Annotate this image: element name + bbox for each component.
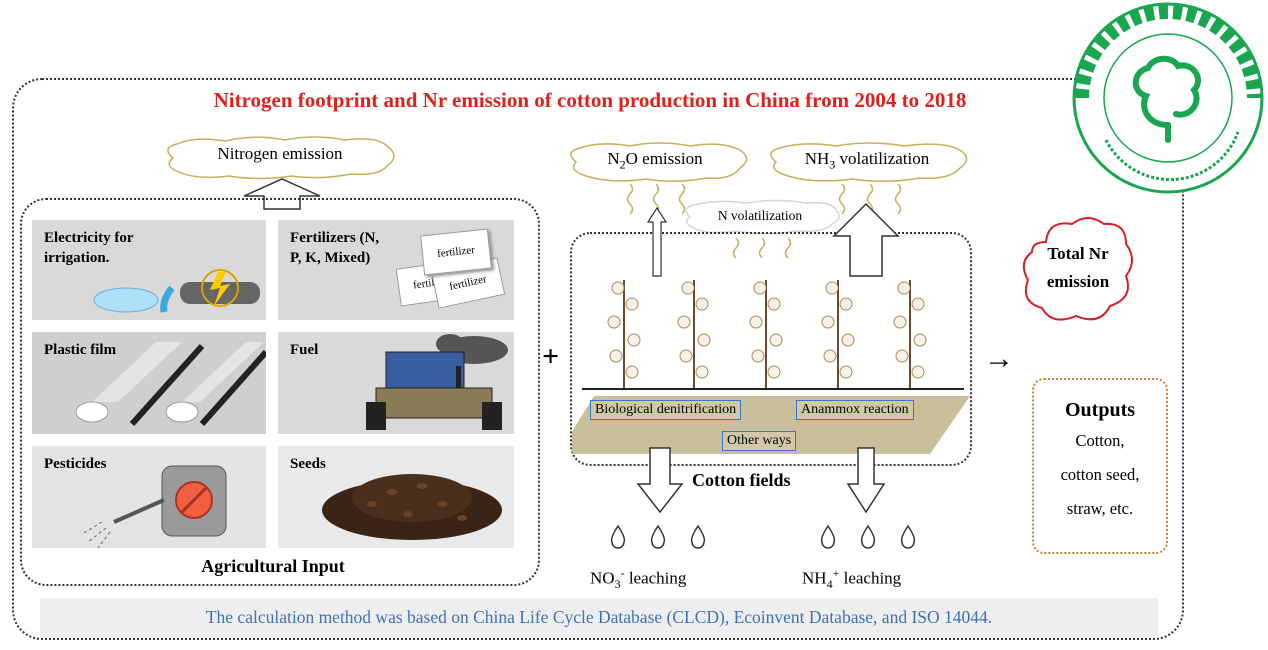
right-arrow: →: [984, 342, 1014, 375]
cotton-logo-icon: [1132, 55, 1201, 143]
lab-logo-seal: [1072, 2, 1264, 194]
fertilizer-bag: fertilizer: [420, 228, 492, 276]
footer-bar: [40, 598, 1158, 638]
up-arrow-icon: [646, 206, 668, 277]
seeds-pile-icon: [322, 474, 502, 540]
seeds-panel: Seeds: [278, 446, 514, 548]
outer-frame: [12, 78, 1184, 640]
outputs-heading: Outputs: [1064, 399, 1136, 421]
cotton-fields-caption: Cotton fields: [692, 470, 791, 490]
soil-layer: [572, 396, 970, 454]
cotton-plant-icon: [749, 280, 783, 388]
electricity-label: Electricity for irrigation.: [44, 230, 134, 266]
plus-sign: +: [542, 340, 560, 373]
n2o-cloud: [570, 142, 748, 182]
total-nr-cloud: [1022, 217, 1133, 321]
fertilizers-label: Fertilizers (N, P, K, Mixed): [290, 230, 380, 266]
output-item: Cotton,: [1075, 431, 1125, 450]
plastic-film-label: Plastic film: [44, 342, 117, 358]
nitrogen-emission-label: Nitrogen emission: [217, 144, 343, 163]
output-item: straw, etc.: [1066, 499, 1134, 518]
diagram-title: Nitrogen footprint and Nr emission of co…: [213, 88, 967, 112]
tractor-icon: [366, 334, 508, 430]
fuel-label: Fuel: [290, 342, 319, 358]
up-arrow-icon: [832, 202, 900, 277]
cotton-field-frame: [570, 232, 972, 466]
water-drops-icon: [610, 524, 706, 549]
agricultural-input-frame: [20, 198, 540, 586]
process-biological-denitrification: Biological denitrification: [590, 400, 742, 420]
down-arrow-icon: [636, 447, 684, 514]
pesticide-sprayer-icon: [81, 465, 227, 548]
process-anammox-reaction: Anammox reaction: [796, 400, 914, 420]
outputs-box: Outputs Cotton, cotton seed, straw, etc.: [1032, 378, 1168, 554]
cotton-plant-icon: [893, 280, 927, 388]
gas-wave-lines: [626, 183, 902, 259]
cotton-plant-icon: [677, 280, 711, 388]
nh3-cloud: [770, 142, 968, 183]
fuel-panel: Fuel: [278, 332, 514, 434]
irrigation-pump-icon: [93, 269, 260, 313]
electricity-panel: Electricity for irrigation.: [32, 220, 266, 320]
nitrogen-emission-cloud: [167, 136, 395, 180]
water-drops-icon: [820, 524, 916, 549]
down-arrow-icon: [846, 447, 886, 514]
nh4-leaching-label: NH4+ leaching: [802, 566, 902, 592]
cotton-plants: [572, 280, 970, 454]
pesticides-label: Pesticides: [44, 456, 107, 472]
output-item: cotton seed,: [1060, 465, 1140, 484]
no3-leaching-label: NO3- leaching: [590, 566, 687, 592]
n-volatilization-label: N volatilization: [717, 208, 803, 223]
plastic-film-roll-icon: [75, 342, 266, 427]
agricultural-input-caption: Agricultural Input: [201, 556, 345, 576]
cotton-plant-icon: [607, 280, 641, 388]
process-other-ways: Other ways: [722, 431, 797, 451]
cotton-plant-icon: [821, 280, 855, 388]
nh3-volatilization-label: NH3 volatilization: [804, 149, 930, 172]
fertilizers-panel: Fertilizers (N, P, K, Mixed) fertilizer …: [278, 220, 514, 320]
plastic-film-panel: Plastic film: [32, 332, 266, 434]
pesticides-panel: Pesticides: [32, 446, 266, 548]
n2o-emission-label: N2O emission: [607, 149, 703, 172]
method-note: The calculation method was based on Chin…: [205, 607, 993, 627]
seeds-label: Seeds: [290, 456, 326, 472]
